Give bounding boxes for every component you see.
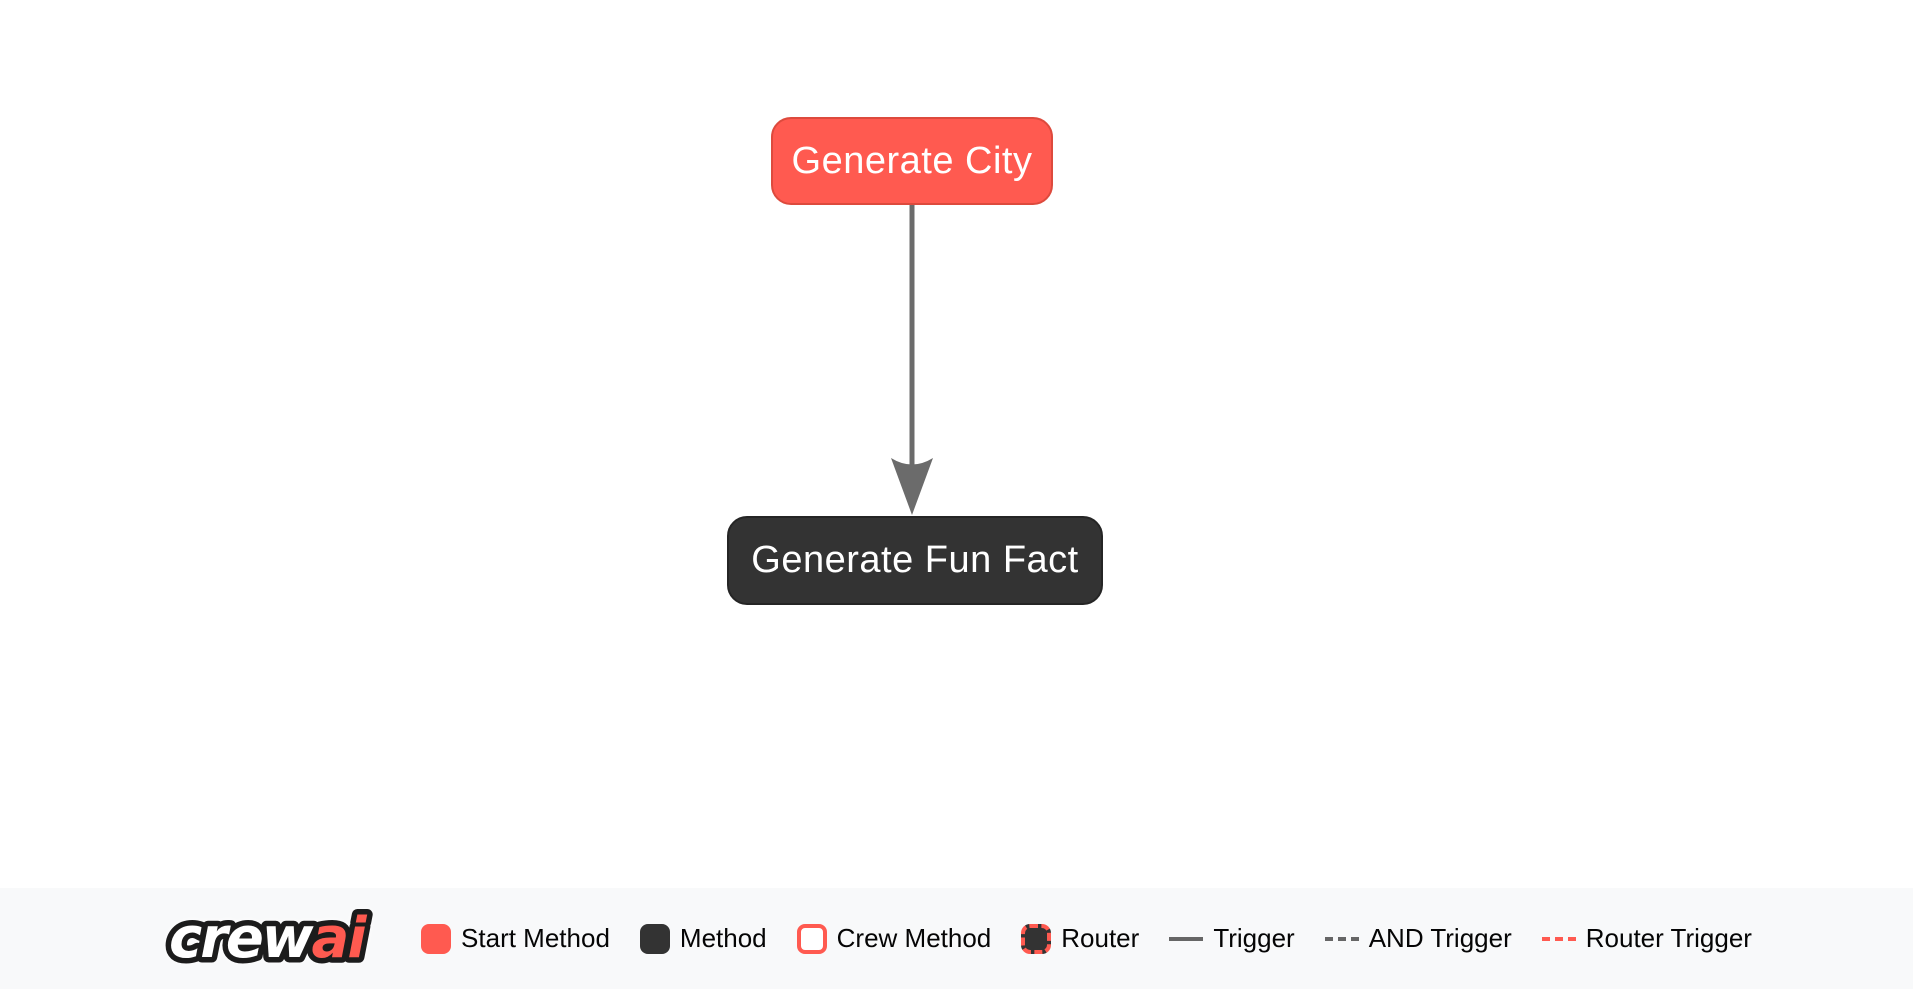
logo-text-crew: crew: [169, 906, 314, 971]
crew-method-swatch-icon: [796, 923, 827, 954]
legend-item-router-trigger: Router Trigger: [1541, 923, 1752, 954]
svg-text:crewai: crewai: [169, 906, 367, 971]
trigger-line-icon: [1169, 936, 1204, 941]
legend-item-crew-method: Crew Method: [796, 923, 992, 954]
legend-label: Trigger: [1213, 923, 1295, 953]
legend-item-and-trigger: AND Trigger: [1324, 923, 1512, 954]
legend-label: Router Trigger: [1585, 923, 1752, 953]
legend-item-start-method: Start Method: [421, 923, 610, 954]
legend-bar: crewai Start Method Method Crew Method R…: [0, 888, 1913, 989]
flow-node-generate-fun-fact[interactable]: Generate Fun Fact: [727, 516, 1103, 605]
start-method-swatch-icon: [421, 923, 452, 954]
router-swatch-icon: [1021, 923, 1052, 954]
router-trigger-line-icon: [1541, 936, 1576, 941]
legend-label: Method: [679, 923, 767, 953]
crewai-logo: crewai: [161, 899, 389, 979]
legend-label: Start Method: [461, 923, 610, 953]
legend-label: Crew Method: [836, 923, 992, 953]
legend-item-trigger: Trigger: [1169, 923, 1295, 954]
logo-text-ai: ai: [312, 906, 368, 971]
node-label: Generate Fun Fact: [751, 539, 1079, 581]
flow-canvas[interactable]: Generate City Generate Fun Fact: [0, 0, 1913, 888]
legend-label: AND Trigger: [1368, 923, 1512, 953]
legend-item-method: Method: [639, 923, 767, 954]
and-trigger-line-icon: [1324, 936, 1359, 941]
legend-label: Router: [1061, 923, 1140, 953]
legend-item-router: Router: [1021, 923, 1139, 954]
flow-node-generate-city[interactable]: Generate City: [771, 117, 1053, 205]
method-swatch-icon: [639, 923, 670, 954]
node-label: Generate City: [791, 139, 1033, 182]
edge-arrowhead: [891, 458, 933, 515]
